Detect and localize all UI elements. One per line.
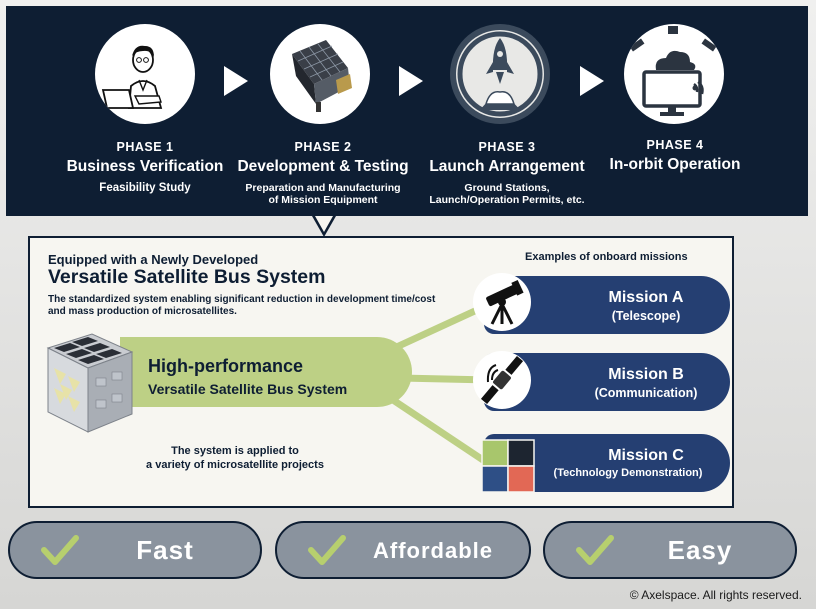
bus-applied-note: The system is applied to a variety of mi…	[110, 444, 360, 472]
arrow-right-icon	[224, 66, 248, 96]
mission-name: Mission C	[608, 447, 684, 464]
phase-number: PHASE 3	[478, 140, 536, 154]
benefit-label: Affordable	[373, 538, 493, 563]
bus-title: Versatile Satellite Bus System	[48, 266, 326, 288]
monitor-cloud-icon	[629, 26, 717, 116]
checkmark-icon	[576, 535, 614, 565]
connector-line-a	[388, 300, 492, 354]
phase-name: Launch Arrangement	[429, 158, 585, 175]
callout-pointer-fill	[315, 216, 333, 232]
bus-system-pill	[120, 337, 412, 407]
benefit-fast: Fast	[8, 521, 262, 579]
phase-3-image	[450, 24, 550, 124]
phase-description: Launch/Operation Permits, etc.	[429, 194, 585, 206]
phase-name: Development & Testing	[237, 158, 409, 175]
satellite-icon	[292, 40, 352, 112]
phase-1: PHASE 1 Business Verification Feasibilit…	[50, 140, 240, 194]
satellite-bus-icon	[46, 333, 134, 433]
bus-description-line: and mass production of microsatellites.	[48, 306, 237, 317]
bus-description: The standardized system enabling signifi…	[48, 294, 508, 318]
bus-applied-line: a variety of microsatellite projects	[146, 459, 324, 471]
mission-name: Mission B	[608, 366, 684, 383]
phase-description: of Mission Equipment	[268, 194, 378, 206]
phase-1-image	[95, 24, 195, 124]
cubes-icon	[481, 439, 535, 493]
phase-description: Feasibility Study	[99, 182, 191, 194]
person-at-laptop-icon	[101, 45, 163, 109]
benefit-label: Easy	[667, 535, 733, 565]
copyright: © Axelspace. All rights reserved.	[629, 588, 802, 602]
bus-description-line: The standardized system enabling signifi…	[48, 294, 436, 305]
phase-description: Ground Stations,	[464, 182, 550, 194]
phase-number: PHASE 4	[646, 138, 704, 152]
communication-satellite-icon	[473, 351, 531, 409]
mission-name: Mission A	[608, 289, 684, 306]
telescope-icon	[473, 273, 531, 331]
phase-4: PHASE 4 In-orbit Operation	[580, 138, 770, 180]
benefit-label: Fast	[136, 535, 194, 565]
mission-type: (Technology Demonstration)	[553, 467, 703, 479]
benefit-easy: Easy	[543, 521, 797, 579]
phase-description: Preparation and Manufacturing	[245, 182, 401, 194]
phase-number: PHASE 2	[294, 140, 352, 154]
missions-heading: Examples of onboard missions	[525, 251, 688, 263]
phase-name: In-orbit Operation	[609, 156, 741, 173]
bus-intro: Equipped with a Newly Developed	[48, 252, 259, 267]
arrow-right-icon	[580, 66, 604, 96]
checkmark-icon	[41, 535, 79, 565]
mission-type: (Telescope)	[611, 309, 681, 323]
checkmark-icon	[308, 535, 346, 565]
phase-2-image	[270, 24, 370, 124]
phase-number: PHASE 1	[116, 140, 174, 154]
connector-line-c	[388, 395, 488, 465]
phase-2: PHASE 2 Development & Testing Preparatio…	[228, 140, 418, 206]
bus-applied-line: The system is applied to	[171, 445, 299, 457]
phase-4-image	[624, 24, 724, 124]
arrow-right-icon	[399, 66, 423, 96]
phase-name: Business Verification	[66, 158, 224, 175]
bus-pill-title: High-performance	[148, 356, 304, 376]
bus-pill-subtitle: Versatile Satellite Bus System	[148, 381, 348, 397]
rocket-icon	[456, 30, 544, 118]
mission-type: (Communication)	[594, 386, 698, 400]
benefit-affordable: Affordable	[275, 521, 531, 579]
phase-3: PHASE 3 Launch Arrangement Ground Statio…	[412, 140, 602, 206]
